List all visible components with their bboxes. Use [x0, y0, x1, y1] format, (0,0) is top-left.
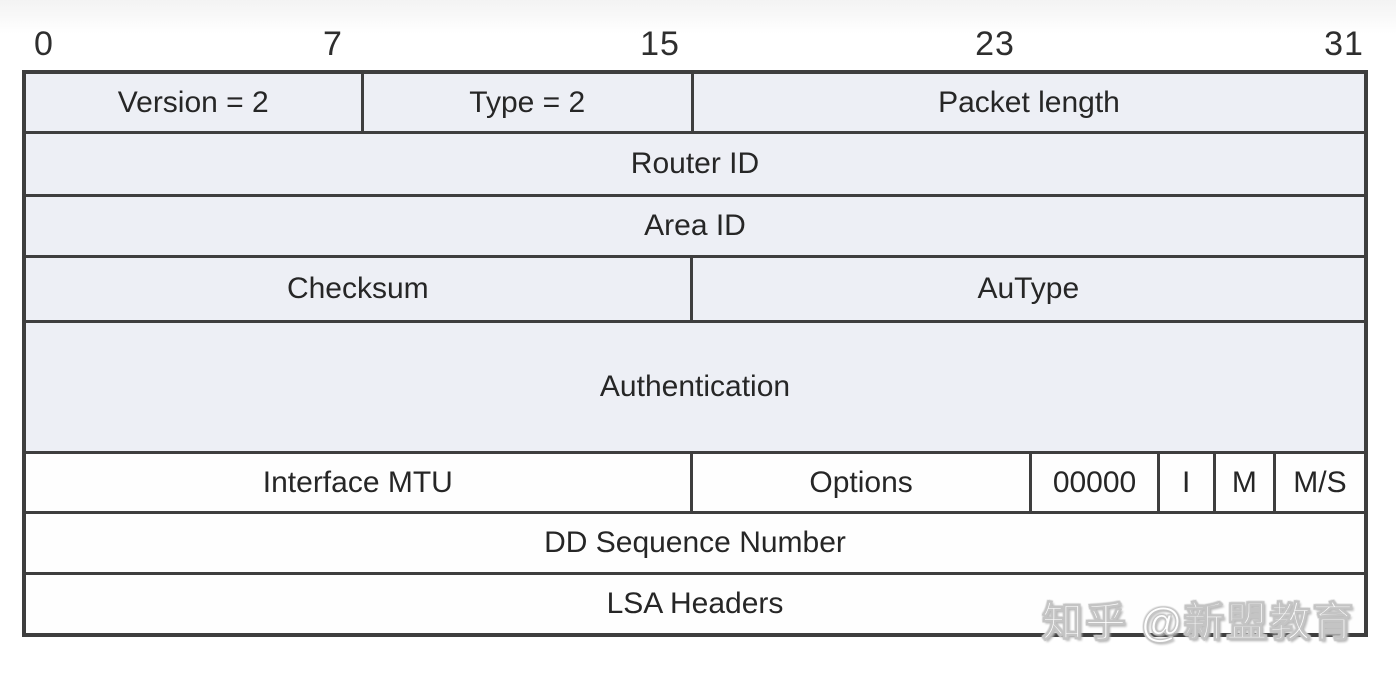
field-interface-mtu: Interface MTU	[26, 454, 690, 511]
bit-ruler: 0 7 15 23 31	[0, 22, 1396, 66]
field-zero-bits: 00000	[1029, 454, 1157, 511]
field-version: Version = 2	[26, 74, 361, 131]
field-checksum: Checksum	[26, 258, 690, 320]
field-autype: AuType	[689, 258, 1364, 320]
bit-label-15: 15	[640, 25, 680, 63]
bit-label-31: 31	[1324, 25, 1364, 63]
field-options: Options	[689, 454, 1030, 511]
diagram-row: Router ID	[26, 131, 1364, 194]
diagram-row: Version = 2 Type = 2 Packet length	[26, 74, 1364, 131]
diagram-row: DD Sequence Number	[26, 511, 1364, 572]
field-packet-length: Packet length	[690, 74, 1364, 131]
field-dd-sequence-number: DD Sequence Number	[26, 514, 1364, 572]
diagram-row: Interface MTU Options 00000 I M M/S	[26, 451, 1364, 511]
diagram-row: LSA Headers	[26, 572, 1364, 633]
diagram-row: Authentication	[26, 320, 1364, 451]
field-authentication: Authentication	[26, 323, 1364, 451]
field-ms-bit: M/S	[1272, 454, 1364, 511]
bit-label-7: 7	[323, 25, 343, 63]
ospf-dd-packet-diagram: Version = 2 Type = 2 Packet length Route…	[22, 70, 1368, 637]
field-area-id: Area ID	[26, 197, 1364, 255]
bit-label-0: 0	[34, 25, 54, 63]
field-type: Type = 2	[360, 74, 691, 131]
diagram-row: Checksum AuType	[26, 255, 1364, 320]
field-i-bit: I	[1156, 454, 1213, 511]
diagram-row: Area ID	[26, 194, 1364, 255]
field-router-id: Router ID	[26, 134, 1364, 194]
field-lsa-headers: LSA Headers	[26, 575, 1364, 633]
field-m-bit: M	[1212, 454, 1273, 511]
bit-label-23: 23	[975, 25, 1015, 63]
